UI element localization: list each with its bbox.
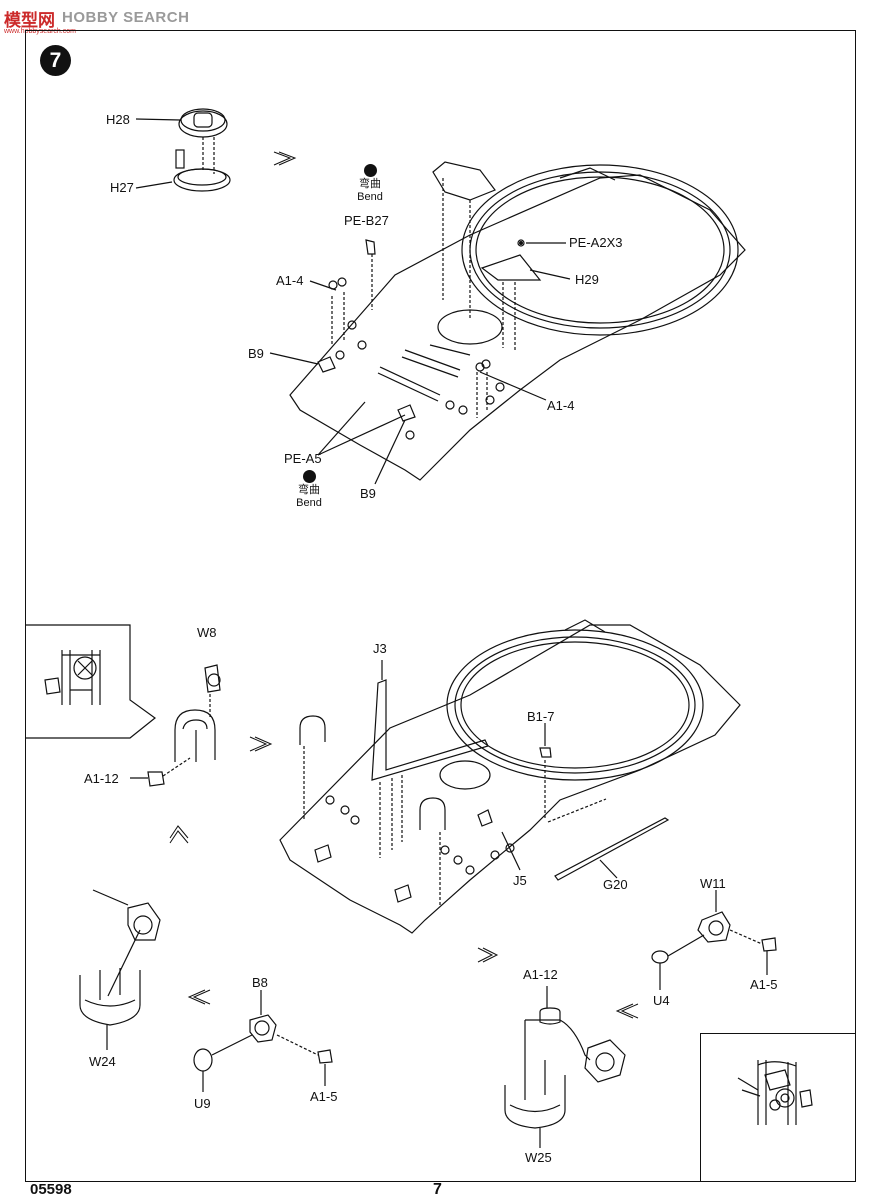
bend-en-label: Bend (357, 191, 383, 203)
hull-top-drawing (289, 161, 746, 481)
label-g20: G20 (603, 877, 628, 892)
hatch-h27-drawing (173, 149, 231, 192)
label-w25: W25 (525, 1150, 552, 1165)
label-a1-12-bottom: A1-12 (523, 967, 558, 982)
label-u9: U9 (194, 1096, 211, 1111)
label-pe-a2x3: PE-A2X3 (569, 235, 623, 250)
flow-arrow-mid (249, 736, 273, 752)
flow-arrow-lower (187, 947, 639, 1019)
label-a1-5-right: A1-5 (750, 977, 778, 992)
label-a1-4-top: A1-4 (276, 273, 304, 288)
label-j3: J3 (373, 641, 387, 656)
watermark-cn: 模型网 (4, 11, 55, 31)
watermark: 模型网 HOBBY SEARCH www.hobbysearch.com (0, 4, 200, 35)
page-number: 7 (433, 1181, 442, 1198)
bend-en-label: Bend (296, 497, 322, 509)
label-h28: H28 (106, 112, 130, 127)
inset-top-left-frame (25, 624, 156, 739)
label-pe-b27: PE-B27 (344, 213, 389, 228)
step-number-badge: 7 (40, 45, 71, 76)
bend-marker-bottom: 弯曲 Bend (289, 470, 329, 510)
label-b8: B8 (252, 975, 268, 990)
bend-icon (302, 470, 316, 483)
label-h27: H27 (110, 180, 134, 195)
mount-w11-drawing (651, 911, 777, 964)
label-a1-5-mid: A1-5 (310, 1089, 338, 1104)
mount-w25-drawing (504, 1007, 626, 1129)
product-code: 05598 (30, 1181, 72, 1198)
label-u4: U4 (653, 993, 670, 1008)
label-b1-7: B1-7 (527, 709, 555, 724)
inset-top-left-drawing (44, 650, 101, 705)
label-j5: J5 (513, 873, 527, 888)
rod-g20 (554, 817, 670, 881)
bend-icon (363, 164, 377, 177)
watermark-url: www.hobbysearch.com (4, 28, 76, 35)
inset-bottom-right-frame (700, 1033, 856, 1182)
mount-b8-drawing (193, 1014, 333, 1072)
flow-arrow-top (273, 151, 297, 166)
mount-w8-drawing (174, 664, 221, 762)
label-a1-4-right: A1-4 (547, 398, 575, 413)
flow-arrow-mid-up (169, 825, 189, 844)
label-pe-a5: PE-A5 (284, 451, 322, 466)
watermark-en: HOBBY SEARCH (62, 9, 190, 26)
bend-cn-label: 弯曲 (298, 484, 320, 496)
bend-marker-top: 弯曲 Bend (350, 164, 390, 204)
label-b9-left: B9 (248, 346, 264, 361)
label-b9-bottom: B9 (360, 486, 376, 501)
mount-w24-drawing (79, 889, 161, 1026)
label-a1-12-left: A1-12 (84, 771, 119, 786)
hull-middle-drawing (279, 619, 741, 934)
label-w11: W11 (700, 876, 726, 891)
bend-cn-label: 弯曲 (359, 178, 381, 190)
label-h29: H29 (575, 272, 599, 287)
hatch-h28-drawing (178, 108, 228, 138)
page-frame (25, 30, 856, 1182)
label-w8: W8 (197, 625, 217, 640)
label-w24: W24 (89, 1054, 116, 1069)
